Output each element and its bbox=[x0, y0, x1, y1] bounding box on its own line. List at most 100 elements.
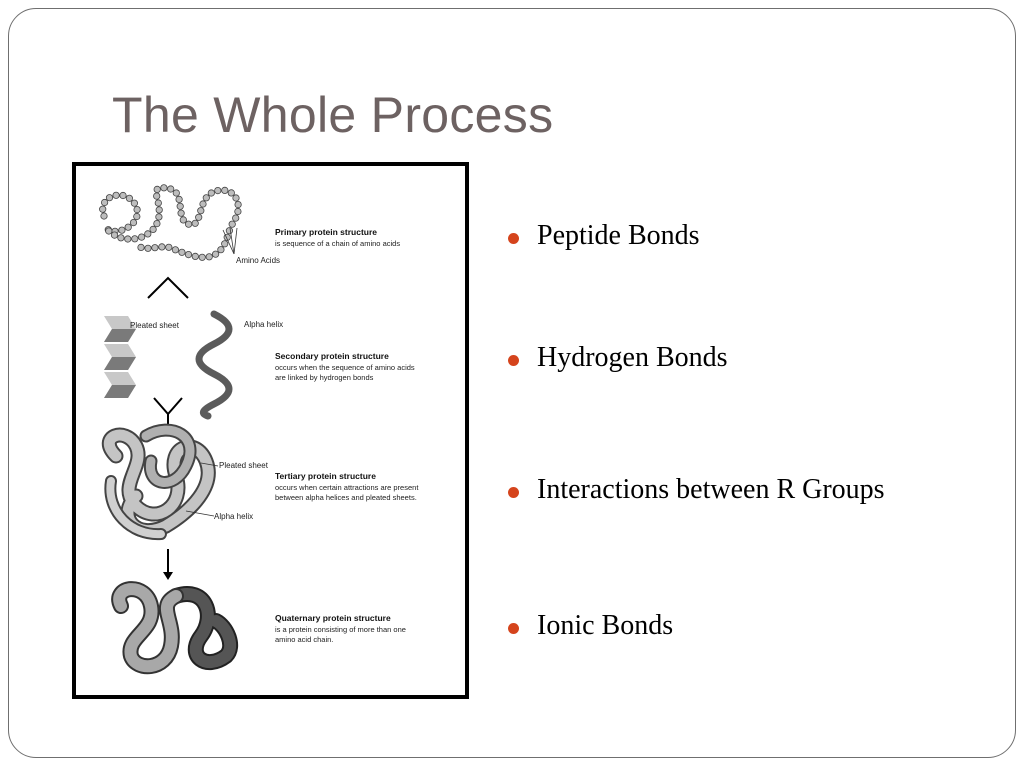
tertiary-callout-lines bbox=[185, 462, 219, 517]
quaternary-desc-line-2: amino acid chain. bbox=[275, 635, 333, 644]
secondary-sheet-label: Pleated sheet bbox=[130, 321, 180, 330]
amino-acid-bead bbox=[110, 231, 119, 239]
amino-acid-bead bbox=[191, 252, 199, 261]
amino-acid-bead bbox=[197, 207, 205, 215]
amino-acid-bead bbox=[131, 235, 139, 243]
amino-acid-bead bbox=[133, 205, 141, 214]
amino-acid-bead bbox=[99, 205, 107, 213]
secondary-desc-line-2: are linked by hydrogen bonds bbox=[275, 373, 374, 382]
amino-acid-bead bbox=[212, 250, 220, 258]
amino-acid-bead bbox=[129, 218, 138, 227]
amino-acids-label: Amino Acids bbox=[236, 256, 280, 265]
amino-acid-bead bbox=[149, 225, 157, 234]
amino-acid-bead bbox=[119, 191, 127, 200]
amino-acid-bead bbox=[217, 246, 225, 254]
amino-acid-bead bbox=[175, 195, 183, 204]
protein-structure-diagram: Amino Acids Primary protein structure is… bbox=[99, 184, 419, 675]
pleated-sheet-shape bbox=[104, 316, 136, 398]
tertiary-heading: Tertiary protein structure bbox=[275, 471, 376, 481]
amino-acid-bead bbox=[171, 246, 180, 254]
amino-acid-bead bbox=[225, 227, 233, 235]
amino-acid-bead bbox=[144, 230, 152, 238]
amino-acid-bead bbox=[118, 226, 126, 234]
alpha-helix-shape bbox=[195, 310, 233, 420]
amino-acid-bead bbox=[117, 234, 125, 242]
amino-acid-bead bbox=[165, 243, 173, 251]
tertiary-desc-line-1: occurs when certain attractions are pres… bbox=[275, 483, 419, 492]
amino-acid-bead bbox=[100, 212, 108, 220]
amino-acid-bead bbox=[198, 253, 206, 261]
bullet-dot-icon bbox=[508, 623, 519, 634]
primary-desc-line-1: is sequence of a chain of amino acids bbox=[275, 239, 400, 248]
amino-acid-bead bbox=[177, 209, 185, 217]
amino-acid-bead bbox=[214, 186, 222, 195]
amino-acid-bead bbox=[199, 200, 207, 208]
bullet-text: Ionic Bonds bbox=[537, 610, 674, 641]
amino-acid-bead bbox=[133, 212, 141, 221]
amino-acid-bead bbox=[195, 213, 203, 221]
amino-acid-bead bbox=[227, 189, 235, 197]
amino-acid-bead bbox=[158, 243, 166, 251]
amino-acid-bead bbox=[234, 207, 242, 216]
amino-acid-bead bbox=[167, 185, 175, 193]
amino-acid-chain bbox=[99, 184, 242, 261]
amino-acid-bead bbox=[228, 220, 236, 228]
tertiary-ribbon-shape bbox=[101, 423, 216, 541]
bullet-dot-icon bbox=[508, 355, 519, 366]
secondary-helix-label: Alpha helix bbox=[244, 320, 283, 329]
secondary-desc-line-1: occurs when the sequence of amino acids bbox=[275, 363, 415, 372]
amino-acid-bead bbox=[124, 235, 132, 243]
down-arrow bbox=[163, 549, 173, 580]
amino-acid-bead bbox=[172, 189, 180, 197]
slide-title: The Whole Process bbox=[112, 87, 554, 143]
bullet-dot-icon bbox=[508, 233, 519, 244]
amino-acid-bead bbox=[155, 206, 163, 214]
amino-acid-bead bbox=[202, 194, 210, 202]
amino-acid-bead bbox=[205, 253, 213, 261]
amino-acid-bead bbox=[130, 199, 139, 207]
tertiary-sheet-label: Pleated sheet bbox=[219, 461, 269, 470]
bullet-text: Interactions between R Groups bbox=[537, 474, 885, 505]
primary-heading: Primary protein structure bbox=[275, 227, 377, 237]
amino-acid-bead bbox=[160, 184, 168, 192]
amino-acid-bead bbox=[124, 223, 132, 231]
secondary-heading: Secondary protein structure bbox=[275, 351, 389, 361]
amino-acid-bead bbox=[155, 213, 163, 221]
protein-structure-figure: Amino Acids Primary protein structure is… bbox=[72, 162, 469, 699]
bullet-text: Hydrogen Bonds bbox=[537, 342, 728, 373]
amino-acid-bead bbox=[191, 219, 199, 227]
amino-acid-bead bbox=[207, 189, 215, 197]
amino-acid-bead bbox=[105, 194, 114, 202]
amino-acid-bead bbox=[112, 191, 120, 199]
bullet-dot-icon bbox=[508, 487, 519, 498]
amino-acid-bead bbox=[184, 251, 193, 259]
amino-acid-bead bbox=[232, 214, 240, 222]
amino-acid-bead bbox=[234, 200, 242, 209]
amino-acid-bead bbox=[232, 194, 240, 202]
amino-acid-bead bbox=[144, 244, 152, 252]
amino-acid-bead bbox=[178, 248, 186, 256]
branch-arrow bbox=[147, 276, 189, 299]
amino-acid-bead bbox=[179, 216, 187, 224]
amino-acid-bead bbox=[185, 220, 193, 228]
amino-acid-bead bbox=[154, 199, 162, 207]
tertiary-helix-label: Alpha helix bbox=[214, 512, 253, 521]
amino-acid-bead bbox=[105, 227, 113, 235]
amino-acid-bead bbox=[100, 198, 109, 207]
tertiary-desc-line-2: between alpha helices and pleated sheets… bbox=[275, 493, 417, 502]
amino-acid-bead bbox=[153, 185, 161, 193]
amino-acid-bead bbox=[176, 202, 184, 210]
amino-acid-bead bbox=[137, 233, 146, 241]
amino-acid-bead bbox=[221, 186, 229, 194]
amino-acid-callout-lines bbox=[222, 227, 238, 255]
amino-acid-bead bbox=[153, 192, 161, 200]
bullet-text: Peptide Bonds bbox=[537, 220, 700, 251]
amino-acid-bead bbox=[125, 194, 134, 202]
amino-acid-bead bbox=[137, 243, 145, 252]
amino-acid-bead bbox=[153, 219, 161, 228]
amino-acid-bead bbox=[221, 240, 229, 248]
quaternary-desc-line-1: is a protein consisting of more than one bbox=[275, 625, 406, 634]
quaternary-heading: Quaternary protein structure bbox=[275, 613, 391, 623]
amino-acid-bead bbox=[151, 244, 159, 252]
quaternary-chains-shape bbox=[111, 581, 239, 675]
